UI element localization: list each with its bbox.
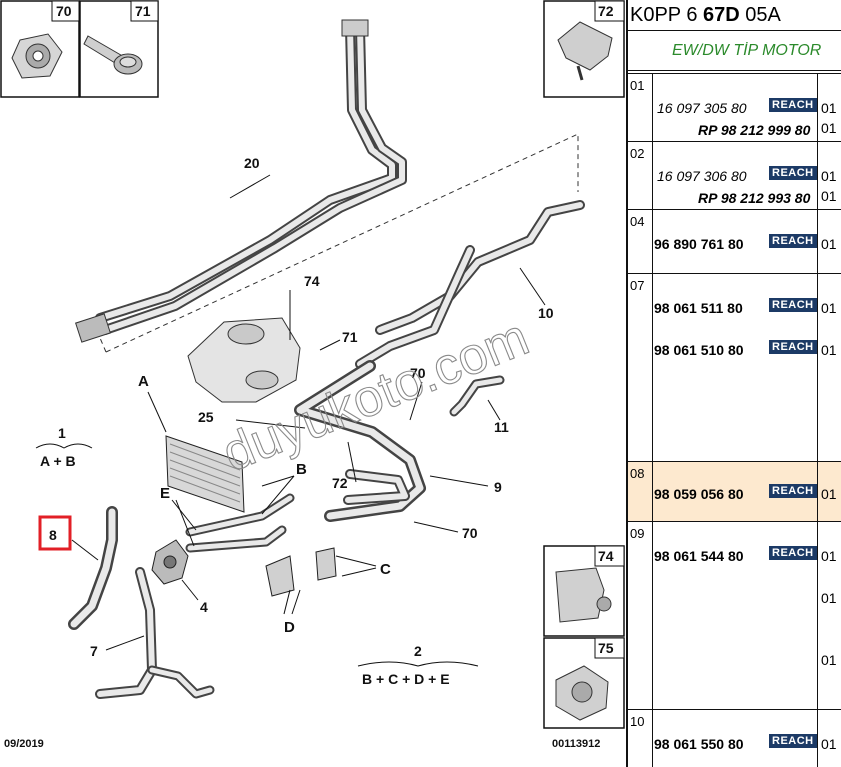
reach-badge: REACH <box>769 298 817 312</box>
flange-4 <box>151 539 199 601</box>
quantity: 01 <box>821 548 837 564</box>
callout-7: 7 <box>90 643 98 659</box>
formula-2: B + C + D + E <box>362 671 450 687</box>
pipes-E <box>171 493 295 553</box>
highlight-box-8[interactable] <box>38 515 72 551</box>
callout-D: D <box>284 619 295 636</box>
part-number[interactable]: RP 98 212 993 80 <box>698 190 811 206</box>
reach-badge: REACH <box>769 484 817 498</box>
callout-71: 71 <box>342 329 358 345</box>
callout-20: 20 <box>244 155 260 171</box>
quantity: 01 <box>821 100 837 116</box>
callout-10: 10 <box>538 305 554 321</box>
part-number[interactable]: 16 097 305 80 <box>657 100 747 116</box>
quantity: 01 <box>821 120 837 136</box>
callout-70-low: 70 <box>462 525 478 541</box>
callout-B: B <box>296 461 307 478</box>
callout-1: 1 <box>58 425 66 441</box>
parts-panel <box>626 0 841 767</box>
row-index: 02 <box>630 146 645 161</box>
pipe-7 <box>95 567 215 699</box>
part-number[interactable]: 98 061 544 80 <box>654 548 744 564</box>
code-bold: 67D <box>703 4 740 26</box>
reach-badge: REACH <box>769 734 817 748</box>
parts-row-01[interactable]: 01 16 097 305 80 REACH 01 RP 98 212 999 … <box>628 73 841 141</box>
inset-74: 74 <box>543 545 625 637</box>
part-number[interactable]: 96 890 761 80 <box>654 236 744 252</box>
code-prefix: K0PP 6 <box>630 4 704 26</box>
part-number[interactable]: 98 061 510 80 <box>654 342 744 358</box>
callout-A: A <box>138 373 149 390</box>
callout-8: 8 <box>49 527 57 543</box>
inset-75: 75 <box>543 637 625 729</box>
part-number[interactable]: 98 059 056 80 <box>654 486 744 502</box>
inset-71: 71 <box>79 0 159 98</box>
callout-71-inset: 71 <box>135 3 151 19</box>
quantity: 01 <box>821 236 837 252</box>
panel-title: K0PP 6 67D 05A <box>628 0 841 31</box>
callout-75-inset: 75 <box>598 640 614 656</box>
callout-E: E <box>160 485 170 502</box>
row-index: 04 <box>630 214 645 229</box>
code-suffix: 05A <box>739 4 781 26</box>
row-index: 01 <box>630 78 645 93</box>
callout-4: 4 <box>200 599 208 615</box>
exploded-diagram: 70 71 72 <box>0 0 625 750</box>
inset-70: 70 <box>0 0 80 98</box>
callout-72-inset: 72 <box>598 3 614 19</box>
quantity: 01 <box>821 652 837 668</box>
brackets-C-D <box>265 547 377 615</box>
part-number[interactable]: 98 061 511 80 <box>654 300 743 316</box>
heater-core-A <box>147 391 245 513</box>
quantity: 01 <box>821 590 837 606</box>
reach-badge: REACH <box>769 546 817 560</box>
callout-11: 11 <box>494 419 509 435</box>
reach-badge: REACH <box>769 340 817 354</box>
quantity: 01 <box>821 168 837 184</box>
part-number[interactable]: 16 097 306 80 <box>657 168 747 184</box>
reach-badge: REACH <box>769 98 817 112</box>
callout-2: 2 <box>414 643 422 659</box>
engine-type: EW/DW TİP MOTOR <box>628 31 841 71</box>
pipe-10 <box>355 200 585 369</box>
pipe-9 <box>294 360 489 522</box>
callout-72: 72 <box>332 475 348 491</box>
callout-74: 74 <box>304 273 320 289</box>
parts-row-10[interactable]: 10 98 061 550 80 REACH 01 <box>628 709 841 767</box>
row-index: 07 <box>630 278 645 293</box>
parts-row-09[interactable]: 09 98 061 544 80 REACH 01 01 01 <box>628 521 841 709</box>
date-label: 09/2019 <box>4 738 44 750</box>
quantity: 01 <box>821 736 837 752</box>
reach-badge: REACH <box>769 166 817 180</box>
ref-label: 00113912 <box>552 738 600 750</box>
quantity: 01 <box>821 342 837 358</box>
callout-C: C <box>380 561 391 578</box>
reach-badge: REACH <box>769 234 817 248</box>
row-index: 09 <box>630 526 645 541</box>
parts-row-07[interactable]: 07 98 061 511 80 REACH 01 98 061 510 80 … <box>628 273 841 461</box>
quantity: 01 <box>821 300 837 316</box>
callout-74-inset: 74 <box>598 548 614 564</box>
row-index: 10 <box>630 714 645 729</box>
callout-70-mid: 70 <box>410 365 426 381</box>
formula-1: A + B <box>40 453 76 469</box>
callout-25: 25 <box>198 409 214 425</box>
parts-row-02[interactable]: 02 16 097 306 80 REACH 01 RP 98 212 993 … <box>628 141 841 209</box>
bracket-25 <box>187 290 301 403</box>
inset-72: 72 <box>543 0 625 98</box>
pipe-20 <box>75 19 407 343</box>
parts-row-08[interactable]: 08 98 059 056 80 REACH 01 <box>628 461 841 521</box>
part-number[interactable]: RP 98 212 999 80 <box>698 122 811 138</box>
quantity: 01 <box>821 188 837 204</box>
row-index: 08 <box>630 466 645 481</box>
hose-8 <box>68 506 118 630</box>
parts-row-04[interactable]: 04 96 890 761 80 REACH 01 <box>628 209 841 273</box>
callout-70-inset: 70 <box>56 3 72 19</box>
pipe-11 <box>449 375 505 421</box>
part-number[interactable]: 98 061 550 80 <box>654 736 744 752</box>
callout-9: 9 <box>494 479 502 495</box>
quantity: 01 <box>821 486 837 502</box>
